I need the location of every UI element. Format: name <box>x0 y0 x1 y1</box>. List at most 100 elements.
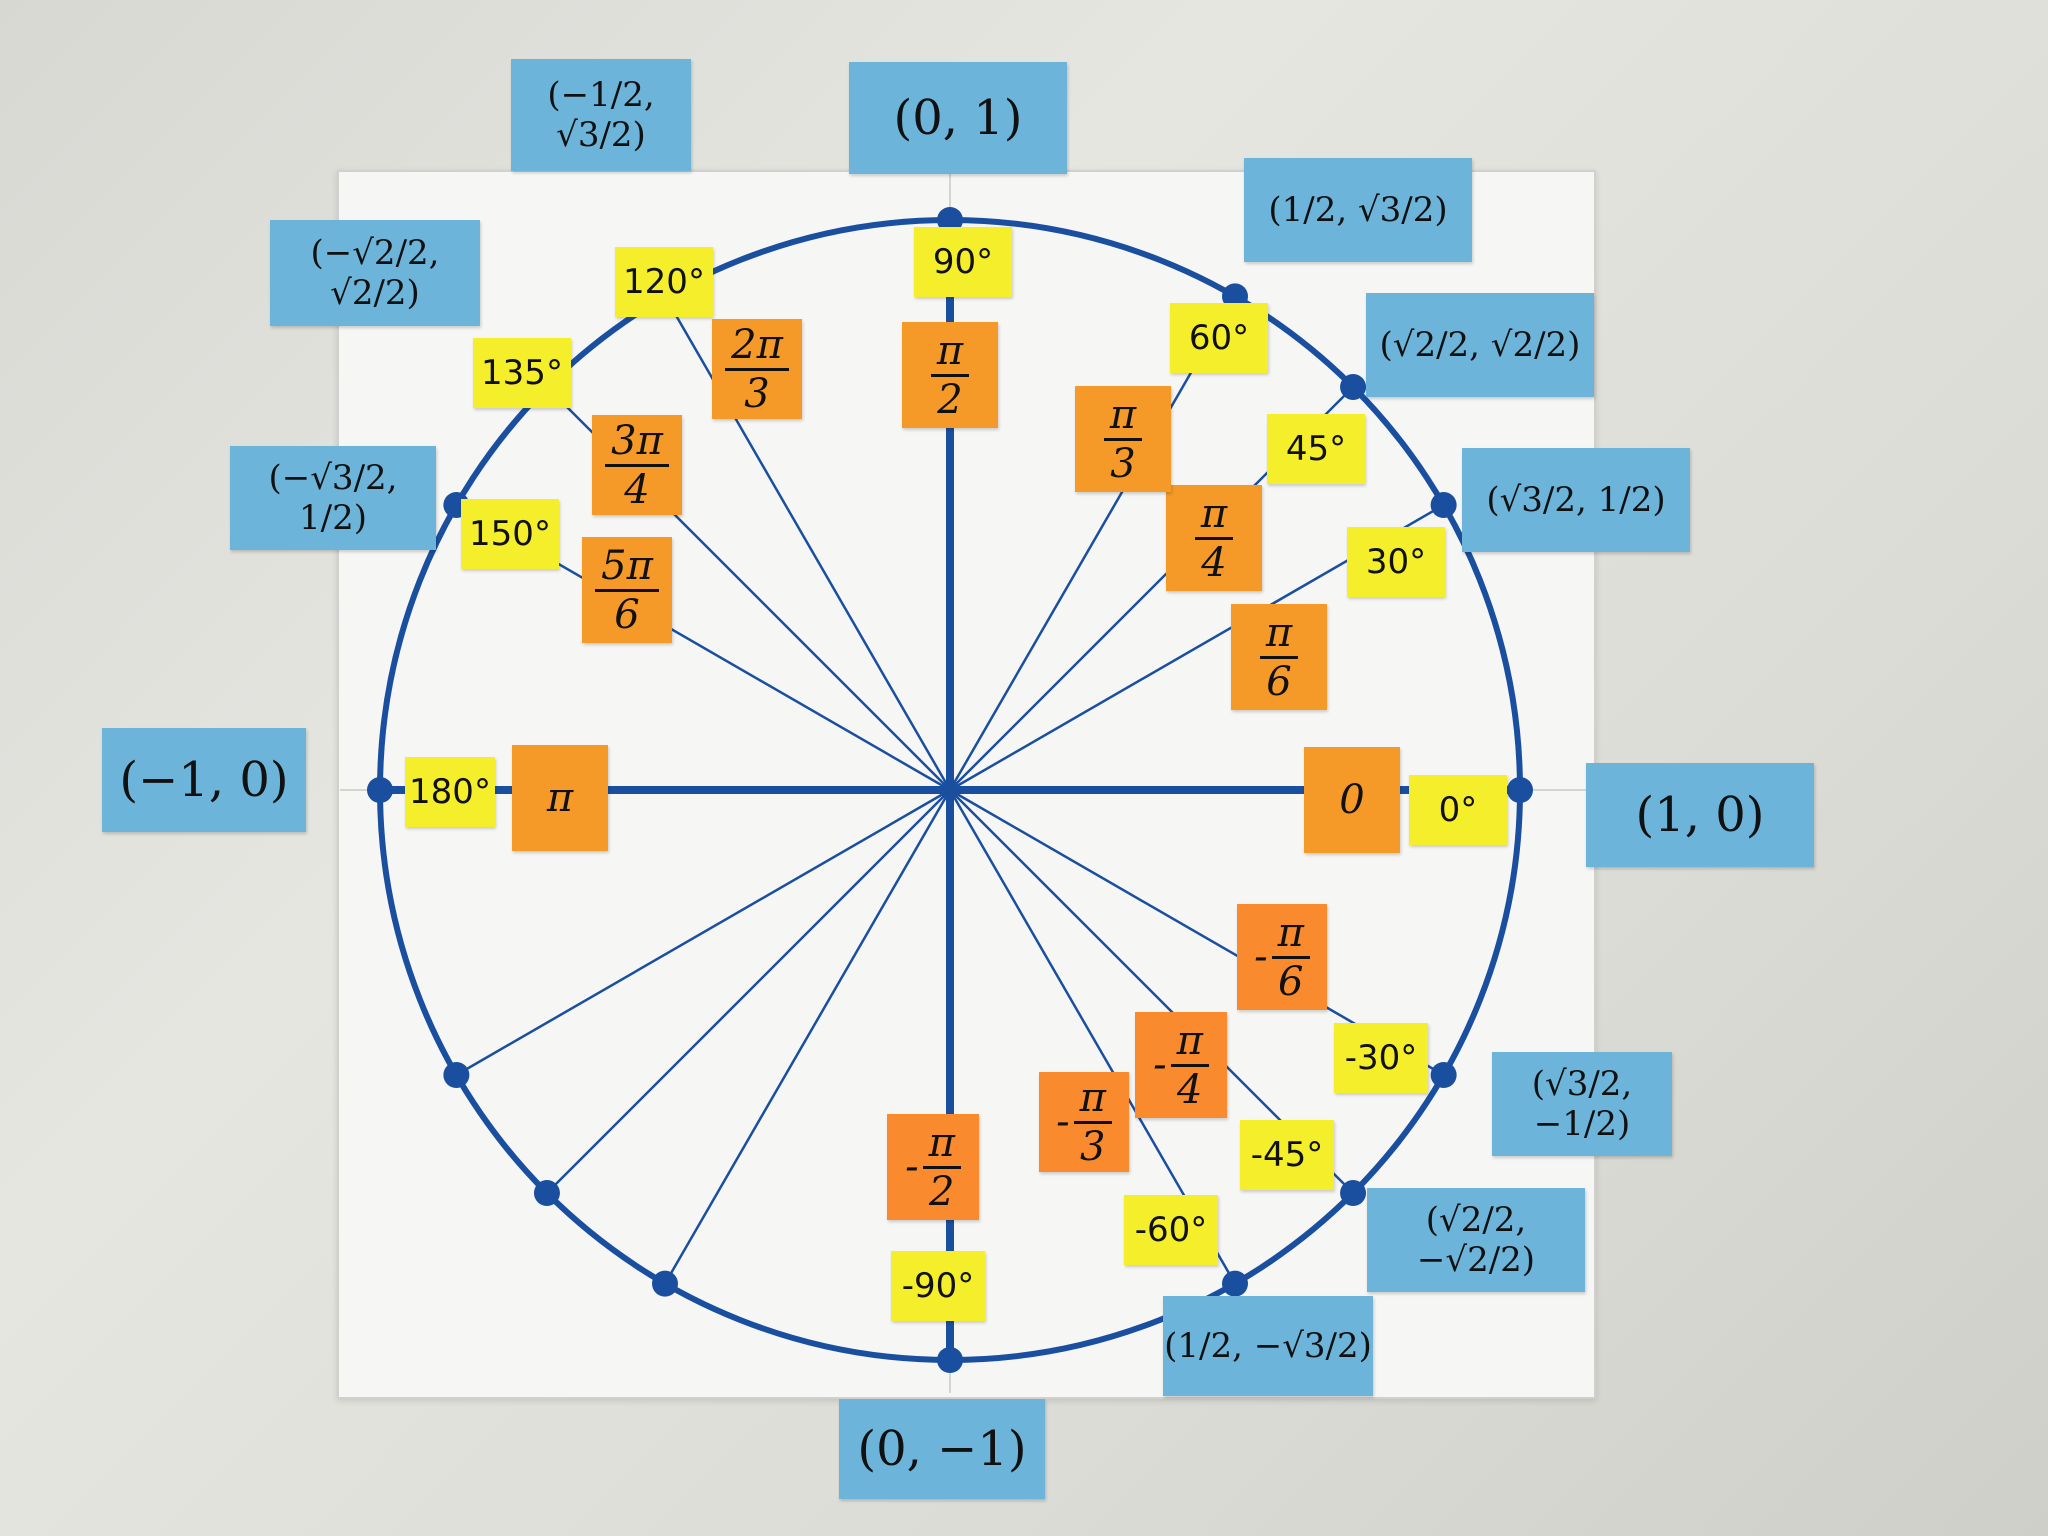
radian-numerator: π <box>1271 912 1310 959</box>
angle-point-225 <box>533 1180 560 1207</box>
coordinate-card-0: (1, 0) <box>1586 763 1814 867</box>
coordinate-text: (1/2, −√3/2) <box>1164 1326 1372 1366</box>
coordinate-card-30: (√3/2, 1/2) <box>1462 448 1690 552</box>
degree-text: -90° <box>901 1266 975 1306</box>
coordinate-text: (1, 0) <box>1635 787 1765 843</box>
radian-numerator: 2π <box>725 324 789 371</box>
radian-card-180: π <box>512 745 608 851</box>
degree-card-180: 180° <box>405 757 495 827</box>
radian-numerator: π <box>922 1122 961 1169</box>
angle-point-180 <box>367 777 393 803</box>
degree-card-30: 30° <box>1347 527 1445 597</box>
degree-card-150: 150° <box>461 499 559 569</box>
degree-text: 90° <box>932 242 994 282</box>
degree-text: 60° <box>1188 318 1250 358</box>
radian-denominator: 6 <box>1266 658 1292 705</box>
radian-value: π <box>546 775 574 821</box>
angle-point-0 <box>1507 777 1533 803</box>
coordinate-card-45: (√2/2, √2/2) <box>1366 293 1594 397</box>
coordinate-text: (−√2/2, √2/2) <box>310 233 440 313</box>
coordinate-card-neg45: (√2/2, −√2/2) <box>1367 1188 1585 1292</box>
degree-text: 135° <box>481 353 563 393</box>
angle-point-315 <box>1340 1180 1367 1207</box>
angle-point-300 <box>1222 1270 1248 1297</box>
radian-value: 0 <box>1339 777 1365 823</box>
radian-denominator: 2 <box>937 376 963 423</box>
radian-card-0: 0 <box>1304 747 1400 853</box>
origin-point <box>942 782 958 798</box>
angle-point-210 <box>443 1062 470 1088</box>
degree-card-neg30: -30° <box>1334 1023 1428 1093</box>
coordinate-card-150: (−√3/2, 1/2) <box>230 446 436 550</box>
radian-numerator: π <box>930 330 970 377</box>
radian-denominator: 6 <box>1278 958 1304 1005</box>
coordinate-text: (−√3/2, 1/2) <box>268 458 398 538</box>
radian-denominator: 2 <box>929 1168 955 1215</box>
radius-line-225 <box>546 789 951 1194</box>
radian-numerator: π <box>1103 394 1143 441</box>
coordinate-text: (√2/2, √2/2) <box>1379 325 1581 365</box>
angle-point-45 <box>1340 373 1367 400</box>
angle-point-240 <box>652 1270 678 1297</box>
coordinate-card-neg60: (1/2, −√3/2) <box>1163 1296 1373 1396</box>
coordinate-card-180: (−1, 0) <box>102 728 306 832</box>
degree-card-neg45: -45° <box>1240 1120 1334 1190</box>
radian-numerator: π <box>1259 612 1299 659</box>
radian-numerator: 5π <box>595 545 659 592</box>
degree-card-120: 120° <box>615 247 713 317</box>
radius-line-60 <box>948 295 1237 791</box>
radian-denominator: 3 <box>744 370 770 417</box>
radius-line-240 <box>663 789 952 1285</box>
radian-sign: - <box>1056 1099 1070 1145</box>
radian-sign: - <box>1254 934 1268 980</box>
degree-text: -60° <box>1134 1210 1208 1250</box>
radian-denominator: 4 <box>624 466 650 513</box>
coordinate-card-neg90: (0, −1) <box>839 1399 1045 1499</box>
coordinate-card-135: (−√2/2, √2/2) <box>270 220 480 326</box>
coordinate-card-neg30: (√3/2, −1/2) <box>1492 1052 1672 1156</box>
radian-sign: - <box>1153 1042 1167 1088</box>
coordinate-text: (−1, 0) <box>119 752 289 808</box>
coordinate-text: (√3/2, −1/2) <box>1531 1064 1633 1144</box>
degree-text: 180° <box>409 772 491 812</box>
coordinate-text: (1/2, √3/2) <box>1268 190 1448 230</box>
degree-card-90: 90° <box>914 227 1012 297</box>
degree-text: -30° <box>1344 1038 1418 1078</box>
degree-card-45: 45° <box>1267 414 1365 484</box>
radian-sign: - <box>905 1144 919 1190</box>
coordinate-text: (0, 1) <box>893 90 1023 146</box>
degree-card-neg60: -60° <box>1124 1195 1218 1265</box>
angle-point-330 <box>1430 1062 1457 1088</box>
radian-denominator: 4 <box>1201 539 1227 586</box>
radian-numerator: π <box>1170 1020 1209 1067</box>
degree-text: 120° <box>623 262 705 302</box>
radian-denominator: 4 <box>1177 1066 1203 1113</box>
coordinate-text: (√3/2, 1/2) <box>1486 480 1666 520</box>
degree-text: -45° <box>1250 1135 1324 1175</box>
degree-text: 30° <box>1365 542 1427 582</box>
coordinate-text: (√2/2, −√2/2) <box>1416 1200 1536 1280</box>
coordinate-text: (−1/2, √3/2) <box>547 75 655 155</box>
coordinate-card-60: (1/2, √3/2) <box>1244 158 1472 262</box>
degree-text: 0° <box>1438 790 1478 830</box>
degree-card-neg90: -90° <box>891 1251 985 1321</box>
coordinate-card-120: (−1/2, √3/2) <box>511 59 691 171</box>
radian-denominator: 3 <box>1080 1123 1106 1170</box>
degree-card-60: 60° <box>1170 303 1268 373</box>
angle-point-270 <box>937 1347 963 1373</box>
